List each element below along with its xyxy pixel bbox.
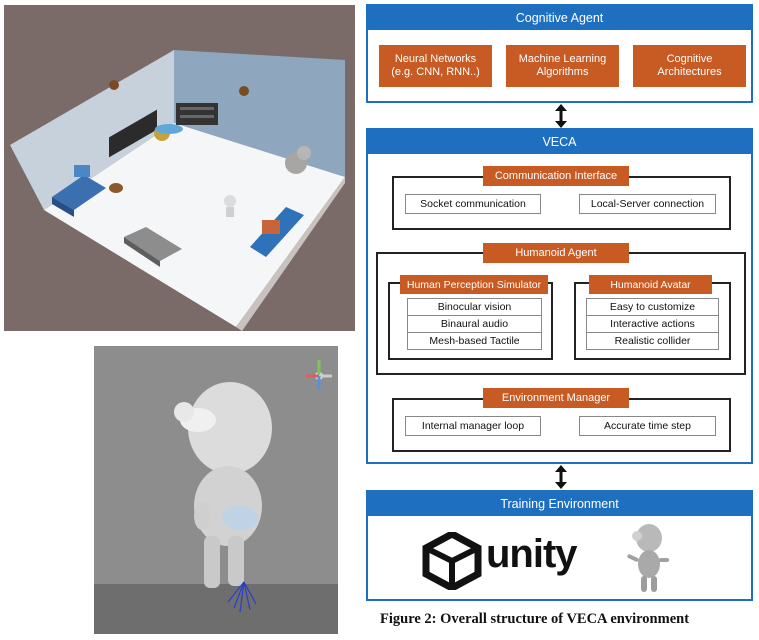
easy-customize-box: Easy to customize bbox=[586, 298, 719, 316]
accurate-time-step-box: Accurate time step bbox=[579, 416, 716, 436]
humanoid-avatar-title: Humanoid Avatar bbox=[589, 275, 712, 294]
axis-gizmo-icon bbox=[306, 360, 332, 390]
room-render bbox=[4, 5, 355, 331]
veca-panel: VECA Communication Interface Socket comm… bbox=[366, 128, 753, 464]
socket-communication-box: Socket communication bbox=[405, 194, 541, 214]
humanoid-agent-title: Humanoid Agent bbox=[483, 243, 629, 263]
interactive-actions-box: Interactive actions bbox=[586, 315, 719, 333]
cognitive-architectures-label: Cognitive Architectures bbox=[657, 53, 722, 78]
binocular-vision-box: Binocular vision bbox=[407, 298, 542, 316]
machine-learning-label: Machine Learning Algorithms bbox=[518, 53, 607, 78]
unity-logo-icon bbox=[422, 532, 482, 590]
veca-title: VECA bbox=[368, 130, 751, 154]
communication-interface-title: Communication Interface bbox=[483, 166, 629, 186]
unity-logo-text: unity bbox=[486, 532, 578, 576]
binaural-audio-box: Binaural audio bbox=[407, 315, 542, 333]
perception-simulator-title: Human Perception Simulator bbox=[400, 275, 548, 294]
training-environment-panel: Training Environment unity bbox=[366, 490, 753, 601]
training-environment-title: Training Environment bbox=[368, 492, 751, 516]
double-arrow-icon bbox=[555, 465, 567, 489]
avatar-icon bbox=[627, 524, 669, 592]
cognitive-architectures-box: Cognitive Architectures bbox=[633, 45, 746, 87]
figure-caption: Figure 2: Overall structure of VECA envi… bbox=[380, 611, 690, 627]
neural-networks-label: Neural Networks (e.g. CNN, RNN..) bbox=[391, 53, 480, 78]
mesh-tactile-box: Mesh-based Tactile bbox=[407, 332, 542, 350]
realistic-collider-box: Realistic collider bbox=[586, 332, 719, 350]
internal-manager-loop-box: Internal manager loop bbox=[405, 416, 541, 436]
local-server-connection-box: Local-Server connection bbox=[579, 194, 716, 214]
neural-networks-box: Neural Networks (e.g. CNN, RNN..) bbox=[379, 45, 492, 87]
cognitive-agent-panel: Cognitive Agent Neural Networks (e.g. CN… bbox=[366, 4, 753, 103]
avatar-render bbox=[94, 346, 338, 634]
environment-manager-title: Environment Manager bbox=[483, 388, 629, 408]
cognitive-agent-title: Cognitive Agent bbox=[368, 6, 751, 30]
machine-learning-box: Machine Learning Algorithms bbox=[506, 45, 619, 87]
double-arrow-icon bbox=[555, 104, 567, 128]
